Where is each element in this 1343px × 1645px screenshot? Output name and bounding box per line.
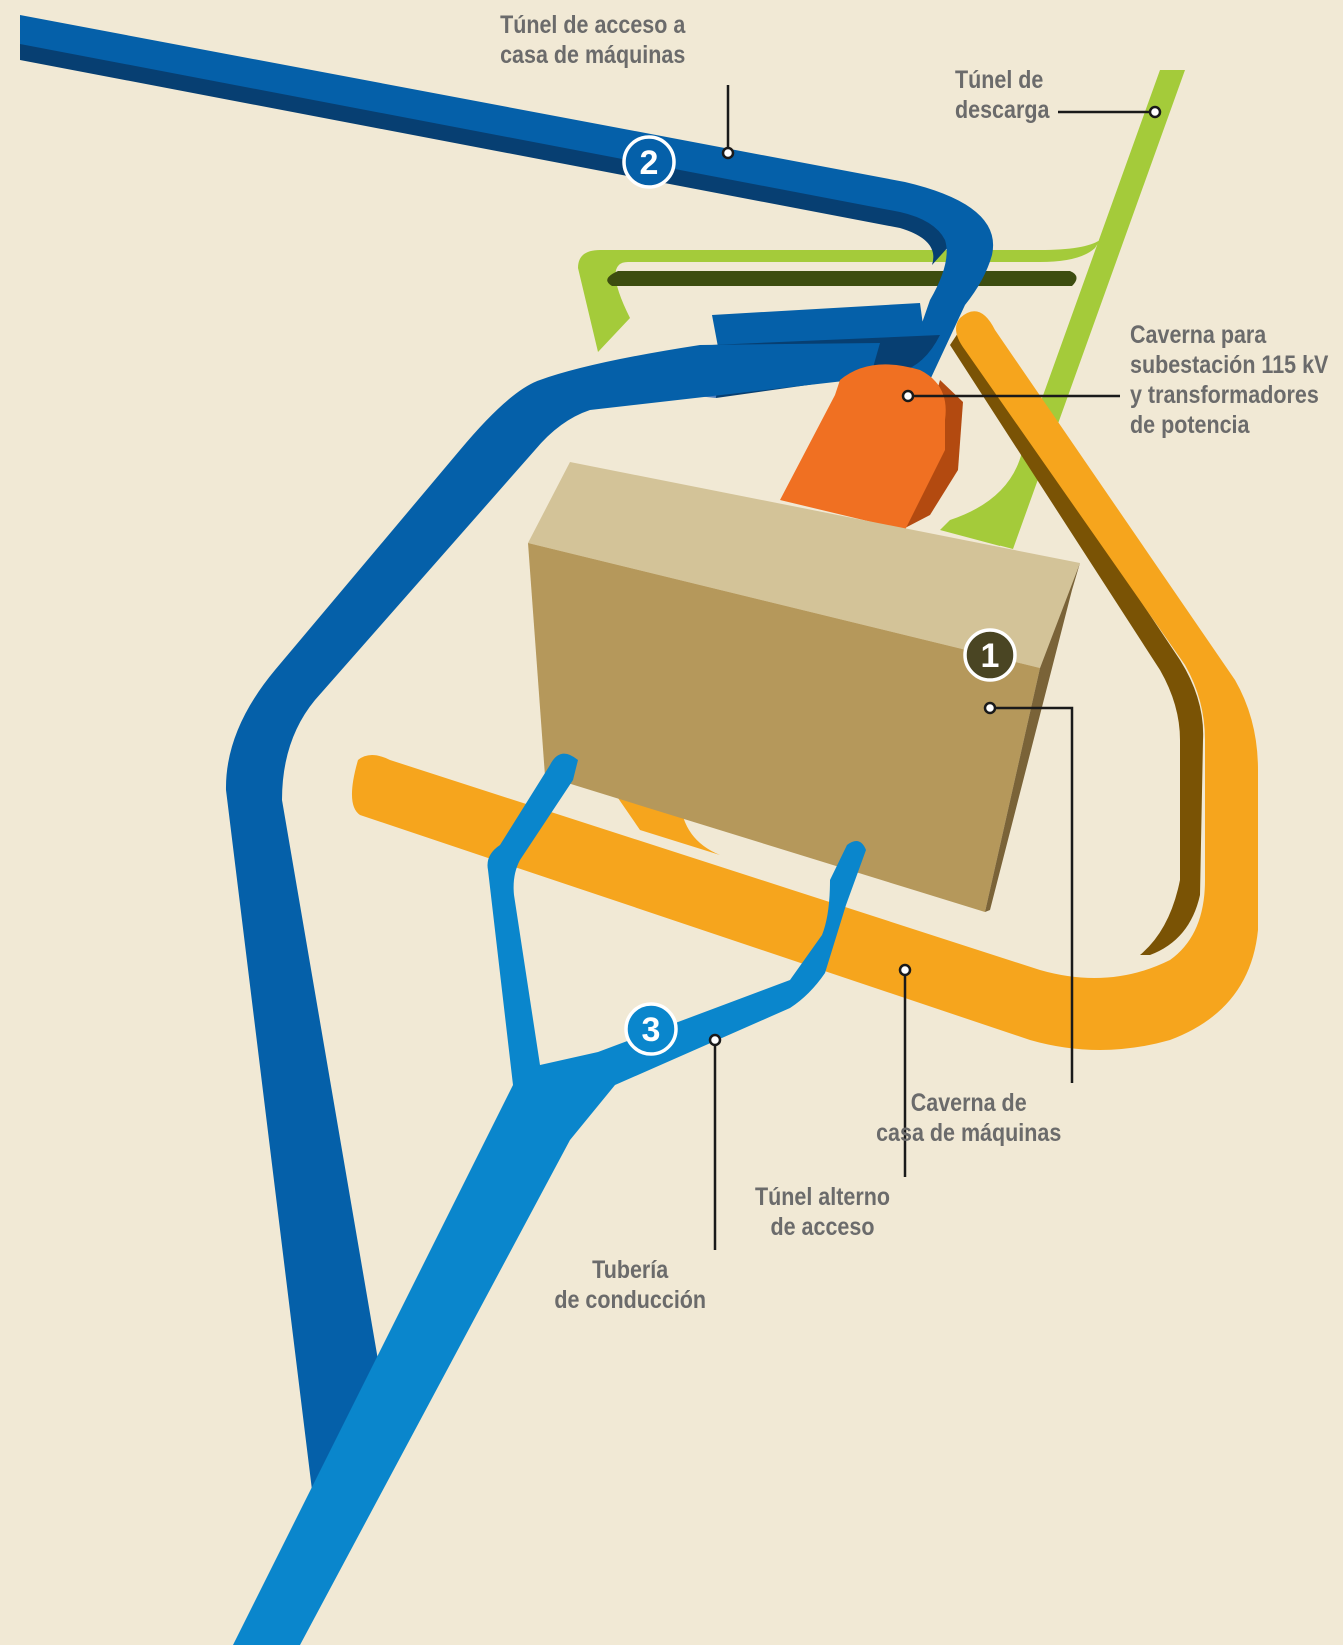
dot-subestacion bbox=[903, 391, 913, 401]
dot-alterno bbox=[900, 965, 910, 975]
label-caverna-casa-line-1: Caverna de bbox=[876, 1088, 1061, 1118]
label-tunel-alterno-line-1: Túnel alterno bbox=[754, 1182, 889, 1212]
label-tuberia-line-1: Tubería bbox=[554, 1255, 706, 1285]
substation-cavern bbox=[780, 364, 963, 530]
badge-2-text: 2 bbox=[640, 144, 659, 182]
discharge-tunnel-inner-shadow bbox=[607, 271, 1076, 286]
dot-acceso bbox=[723, 148, 733, 158]
label-tunel-acceso-line-1: Túnel de acceso a bbox=[500, 10, 685, 40]
badge-3-text: 3 bbox=[642, 1011, 661, 1049]
label-tunel-acceso-line-2: casa de máquinas bbox=[500, 40, 685, 70]
badge-1: 1 bbox=[965, 630, 1015, 680]
badge-1-text: 1 bbox=[981, 637, 1000, 675]
dot-casa bbox=[985, 703, 995, 713]
dot-tuberia bbox=[710, 1035, 720, 1045]
label-tuberia-line-2: de conducción bbox=[554, 1285, 706, 1315]
label-tunel-alterno-line-2: de acceso bbox=[754, 1212, 889, 1242]
label-caverna-subestacion: Caverna para subestación 115 kV y transf… bbox=[1130, 320, 1328, 440]
dot-descarga bbox=[1150, 107, 1160, 117]
label-caverna-subestacion-line-3: y transformadores bbox=[1130, 380, 1328, 410]
label-caverna-subestacion-line-4: de potencia bbox=[1130, 410, 1328, 440]
badge-3: 3 bbox=[626, 1004, 676, 1054]
label-tunel-descarga: Túnel de descarga bbox=[955, 65, 1049, 125]
label-tunel-descarga-line-1: Túnel de bbox=[955, 65, 1049, 95]
label-tuberia: Tubería de conducción bbox=[554, 1255, 706, 1315]
access-tunnel-shadow bbox=[20, 40, 950, 265]
label-tunel-descarga-line-2: descarga bbox=[955, 95, 1049, 125]
label-caverna-casa-line-2: casa de máquinas bbox=[876, 1118, 1061, 1148]
label-caverna-subestacion-line-1: Caverna para bbox=[1130, 320, 1328, 350]
label-tunel-alterno: Túnel alterno de acceso bbox=[754, 1182, 889, 1242]
badge-2: 2 bbox=[624, 137, 674, 187]
label-tunel-acceso: Túnel de acceso a casa de máquinas bbox=[500, 10, 685, 70]
label-caverna-casa: Caverna de casa de máquinas bbox=[876, 1088, 1061, 1148]
label-caverna-subestacion-line-2: subestación 115 kV bbox=[1130, 350, 1328, 380]
